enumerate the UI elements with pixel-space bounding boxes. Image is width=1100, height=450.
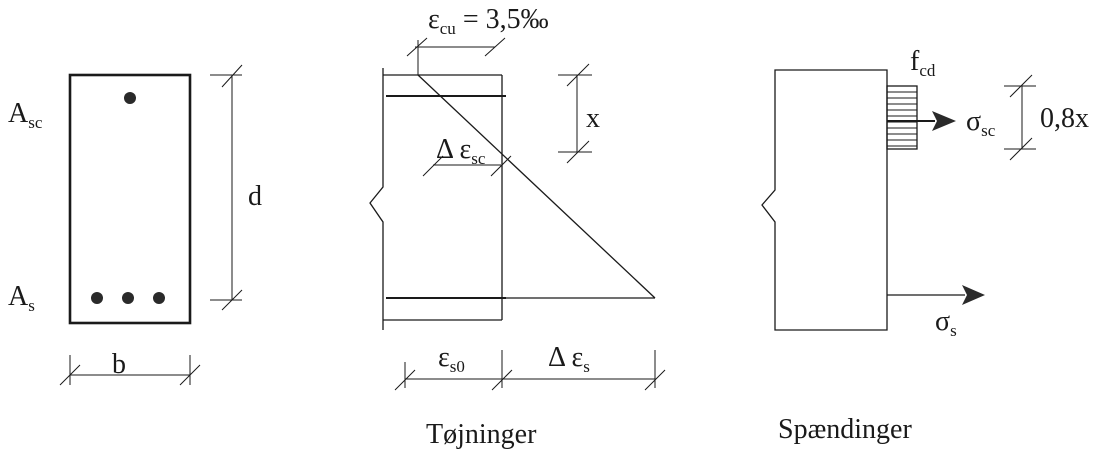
x-dimension: [558, 63, 592, 164]
as-label: As: [8, 281, 35, 315]
b-label: b: [112, 349, 126, 380]
es0-label: εs0: [438, 342, 465, 376]
strain-caption: Tøjninger: [426, 419, 537, 450]
tension-rebar-2: [122, 292, 134, 304]
strain-beam-outline: [369, 68, 384, 330]
compression-rebar-stress-arrow: [887, 111, 956, 131]
ss-label: σs: [935, 306, 957, 340]
d-dimension: [210, 64, 243, 311]
stress-beam-outline: [761, 69, 888, 331]
strain-line: [417, 74, 656, 299]
d-label: d: [248, 181, 262, 212]
stress-diagram: fcd σsc 0,8x σs Spændinger: [761, 46, 1089, 445]
tension-rebar-1: [91, 292, 103, 304]
section-outline: [68, 73, 192, 325]
stress-block: [886, 85, 918, 150]
ssc-label: σsc: [966, 106, 996, 140]
cross-section: Asc As d b: [8, 64, 262, 386]
tension-rebar-stress-arrow: [887, 285, 985, 305]
desc-dimension: [422, 155, 512, 177]
strain-diagram: εcu = 3,5‰ x Δ εsc: [369, 4, 666, 450]
asc-label: Asc: [8, 98, 43, 132]
desc-label: Δ εsc: [436, 134, 486, 168]
fcd-label: fcd: [910, 46, 936, 80]
block-depth-label: 0,8x: [1040, 103, 1089, 134]
block-depth-dimension: [1004, 74, 1036, 161]
x-label: x: [586, 103, 600, 134]
ecu-label: εcu = 3,5‰: [428, 4, 549, 38]
des-label: Δ εs: [548, 342, 590, 376]
stress-caption: Spændinger: [778, 414, 912, 445]
compression-rebar: [124, 92, 136, 104]
es0-des-dimension: [394, 350, 666, 391]
ecu-dimension: [406, 37, 506, 75]
b-dimension: [59, 355, 201, 386]
tension-rebar-3: [153, 292, 165, 304]
